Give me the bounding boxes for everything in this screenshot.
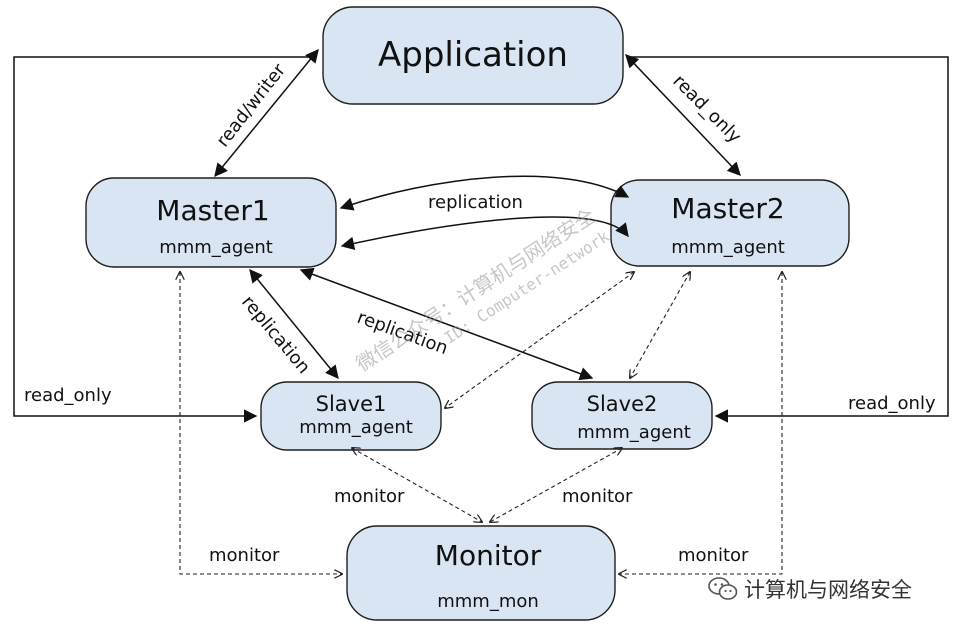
label-app-master1: read/writer	[212, 59, 290, 151]
node-monitor: Monitor mmm_mon	[346, 525, 616, 621]
node-slave1: Slave1 mmm_agent	[260, 381, 442, 451]
edge-slave1-monitor	[352, 448, 482, 522]
edge-slave2-monitor	[490, 448, 622, 522]
brand-name: 计算机与网络安全	[744, 578, 912, 602]
wechat-icon	[708, 576, 738, 602]
label-master2-monitor: monitor	[678, 545, 749, 566]
label-slave2-monitor: monitor	[562, 486, 633, 507]
label-slave1-monitor: monitor	[334, 486, 405, 507]
node-slave1-sub: mmm_agent	[299, 417, 413, 438]
edge-master1-monitor	[180, 272, 342, 574]
edge-master2-slave1	[445, 272, 634, 408]
edge-app-master1	[214, 48, 319, 178]
watermark-line1: 微信公众号：计算机与网络安全	[352, 204, 600, 377]
node-application-title: Application	[378, 35, 568, 75]
edge-app-master2	[625, 54, 741, 176]
node-master2: Master2 mmm_agent	[610, 179, 850, 267]
node-slave2-sub: mmm_agent	[577, 422, 691, 443]
label-master-replication: replication	[428, 192, 523, 213]
label-app-master2: read_only	[668, 71, 745, 148]
edge-replication-m1-m2-bottom	[340, 216, 629, 250]
node-master2-title: Master2	[671, 192, 784, 225]
edge-master2-monitor	[619, 272, 782, 574]
edge-replication-m2-m1-top	[339, 175, 630, 211]
node-monitor-title: Monitor	[435, 539, 542, 572]
node-application: Application	[322, 6, 624, 105]
edge-master1-slave2	[299, 267, 594, 381]
node-slave2: Slave2 mmm_agent	[531, 381, 713, 450]
edge-left-read-only	[13, 56, 316, 423]
node-slave1-title: Slave1	[316, 392, 387, 416]
node-master2-sub: mmm_agent	[671, 237, 785, 258]
node-monitor-sub: mmm_mon	[437, 591, 539, 612]
watermark: 微信公众号：计算机与网络安全 ID: Computer-network	[352, 204, 613, 377]
node-master1-sub: mmm_agent	[159, 237, 273, 258]
edge-right-read-only	[630, 56, 949, 423]
node-master1-title: Master1	[156, 194, 269, 227]
label-master1-monitor: monitor	[209, 545, 280, 566]
label-right-read-only: read_only	[848, 393, 936, 414]
node-master1: Master1 mmm_agent	[85, 177, 337, 268]
edge-master2-slave2	[630, 272, 690, 378]
brand: 计算机与网络安全	[708, 574, 912, 604]
label-left-read-only: read_only	[24, 385, 112, 406]
node-slave2-title: Slave2	[587, 392, 658, 416]
